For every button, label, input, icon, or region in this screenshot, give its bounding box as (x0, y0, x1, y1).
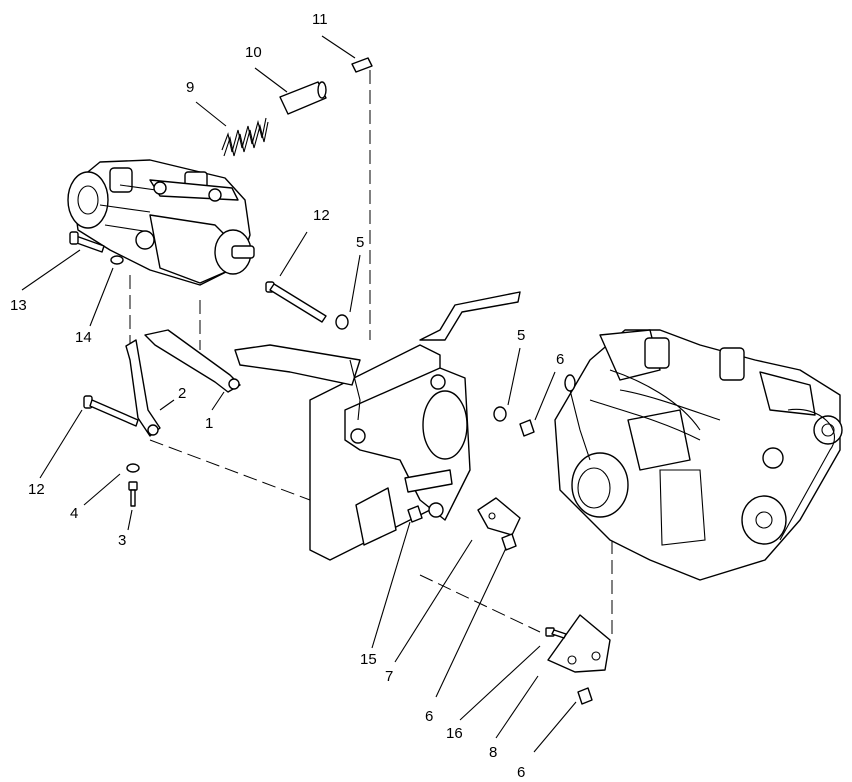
callout-12: 12 (313, 207, 330, 224)
washer (110, 255, 124, 265)
linkage-arm (144, 329, 241, 393)
engine-mount-bracket (547, 614, 611, 673)
bolt (545, 627, 567, 639)
callout-labels: 11 10 9 12 5 13 14 5 6 2 1 12 4 3 15 7 6… (10, 11, 564, 781)
callout-7: 7 (385, 668, 393, 685)
callout-10: 10 (245, 44, 262, 61)
callout-1: 1 (205, 415, 213, 432)
callout-3: 3 (118, 532, 126, 549)
bolt (69, 231, 105, 253)
callout-4: 4 (70, 505, 78, 522)
callout-5: 5 (356, 234, 364, 251)
engine (554, 329, 843, 581)
callout-5: 5 (517, 327, 525, 344)
leader-lines (21, 35, 577, 753)
nut (501, 533, 517, 551)
nut (407, 505, 423, 523)
nut (519, 419, 535, 437)
hydraulic-pump (67, 159, 255, 286)
callout-8: 8 (489, 744, 497, 761)
bolt (83, 395, 139, 427)
washer (126, 463, 140, 473)
small-bracket (477, 497, 521, 536)
long-bolt (265, 281, 327, 323)
washer (335, 314, 349, 330)
callout-14: 14 (75, 329, 92, 346)
mounting-bracket (234, 291, 521, 561)
pivot-link (125, 339, 161, 437)
callout-16: 16 (446, 725, 463, 742)
callout-13: 13 (10, 297, 27, 314)
nut (577, 687, 593, 705)
callout-15: 15 (360, 651, 377, 668)
callout-6: 6 (425, 708, 433, 725)
sleeve (279, 81, 327, 115)
callout-6: 6 (517, 764, 525, 781)
callout-2: 2 (178, 385, 186, 402)
screw (128, 481, 138, 507)
washer (493, 406, 507, 422)
callout-6: 6 (556, 351, 564, 368)
callout-9: 9 (186, 79, 194, 96)
callout-11: 11 (312, 11, 328, 28)
callout-12: 12 (28, 481, 45, 498)
pin (351, 57, 373, 73)
spring (221, 117, 269, 157)
